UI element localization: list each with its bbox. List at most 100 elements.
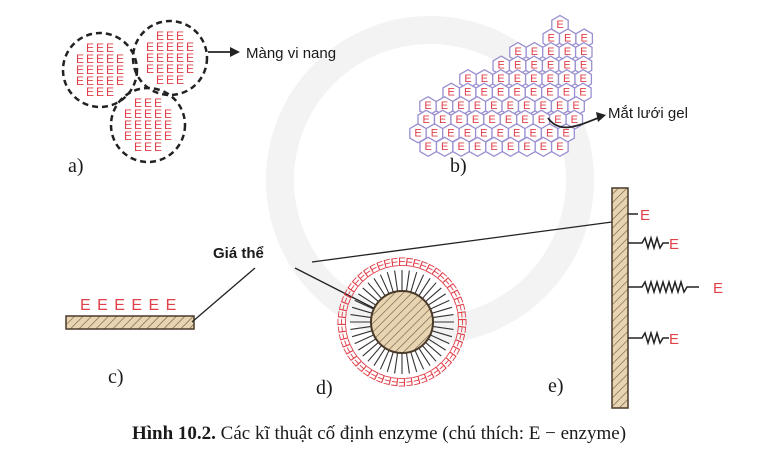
spacer-arm xyxy=(367,282,383,299)
linker-2: E xyxy=(628,235,679,253)
gel-pointer xyxy=(547,117,599,129)
microcapsule-2 xyxy=(131,19,209,97)
capsule-enzyme: E xyxy=(124,107,132,121)
gel-enzyme: E xyxy=(472,114,479,126)
gel-enzyme: E xyxy=(530,60,537,72)
gel-label: Mắt lưới gel xyxy=(608,105,688,122)
capsule-enzyme: E xyxy=(134,107,142,121)
capsule-enzyme: E xyxy=(116,63,124,77)
gel-enzyme: E xyxy=(464,73,471,85)
spacer-arm xyxy=(431,306,453,314)
capsule-enzyme: E xyxy=(164,129,172,143)
capsule-enzyme: E xyxy=(86,85,94,99)
bead-enzyme: E xyxy=(404,255,414,270)
spacer-arm xyxy=(418,278,431,297)
capsule-enzyme: E xyxy=(176,51,184,65)
capsule-enzyme: E xyxy=(86,74,94,88)
panel-label-d: d) xyxy=(316,377,333,399)
spacer-arm xyxy=(427,293,446,306)
gel-enzyme: E xyxy=(481,73,488,85)
capsule-enzyme: E xyxy=(144,140,152,154)
gel-enzyme: E xyxy=(474,141,481,153)
gel-enzyme: E xyxy=(488,114,495,126)
gel-enzyme: E xyxy=(580,60,587,72)
spacer-arm xyxy=(373,347,386,366)
capsule-enzyme: E xyxy=(154,129,162,143)
gel-enzyme: E xyxy=(439,114,446,126)
gel-enzyme: E xyxy=(530,73,537,85)
capsule-enzyme: E xyxy=(96,41,104,55)
gel-enzyme: E xyxy=(580,73,587,85)
linker-4-enzyme: E xyxy=(669,331,679,348)
bead-enzyme: E xyxy=(335,318,349,326)
capsule-enzyme: E xyxy=(106,63,114,77)
spacer-arm xyxy=(425,341,442,357)
spacer-arm xyxy=(425,287,442,303)
gel-enzyme: E xyxy=(547,60,554,72)
gel-enzyme: E xyxy=(474,100,481,112)
capsule-enzyme: E xyxy=(96,85,104,99)
gel-enzyme: E xyxy=(580,46,587,58)
microcapsule-3 xyxy=(109,86,187,164)
spacer-arm xyxy=(362,341,379,357)
gel-enzyme: E xyxy=(530,127,537,139)
gel-enzyme: E xyxy=(514,73,521,85)
support-pointer-e xyxy=(311,221,613,263)
capsule-enzyme: E xyxy=(106,41,114,55)
spacer-arm xyxy=(350,314,372,319)
capsule-enzyme: E xyxy=(146,51,154,65)
capsule-enzyme: E xyxy=(144,96,152,110)
capsule-enzyme: E xyxy=(124,129,132,143)
capsule-enzyme: E xyxy=(166,51,174,65)
gel-enzyme: E xyxy=(562,127,569,139)
support-wall-e xyxy=(611,187,629,409)
gel-enzyme: E xyxy=(507,141,514,153)
gel-enzyme: E xyxy=(540,141,547,153)
bead-enzyme: E xyxy=(398,375,406,389)
capsule-enzyme: E xyxy=(76,63,84,77)
bead-enzyme: E xyxy=(335,324,350,334)
capsule-enzyme: E xyxy=(154,96,162,110)
enzyme-row-c: E E E E E E xyxy=(80,297,177,314)
gel-enzyme: E xyxy=(547,46,554,58)
spacer-arm xyxy=(362,287,379,303)
capsule-enzyme: E xyxy=(96,52,104,66)
spacer-arm xyxy=(373,278,386,297)
spacer-arm xyxy=(358,293,377,306)
linker-4: E xyxy=(628,330,679,348)
bead-enzyme: E xyxy=(455,318,469,326)
gel-enzyme: E xyxy=(564,33,571,45)
capsule-enzyme: E xyxy=(134,118,142,132)
membrane-arrowhead xyxy=(230,47,240,57)
gel-enzyme: E xyxy=(571,114,578,126)
capsule-enzyme: E xyxy=(156,40,164,54)
spacer-arm xyxy=(394,270,399,292)
gel-enzyme: E xyxy=(556,141,563,153)
capsule-enzyme: E xyxy=(176,40,184,54)
capsule-enzyme: E xyxy=(116,74,124,88)
capsule-enzyme: E xyxy=(186,40,194,54)
gel-enzyme: E xyxy=(414,127,421,139)
capsule-enzyme: E xyxy=(156,62,164,76)
spacer-arm xyxy=(410,351,418,373)
gel-enzyme: E xyxy=(480,87,487,99)
spacer-arm xyxy=(354,299,375,310)
gel-enzyme: E xyxy=(523,141,530,153)
bead-enzyme: E xyxy=(454,310,469,320)
gel-enzyme: E xyxy=(556,100,563,112)
bead-enzyme: E xyxy=(453,302,469,313)
capsule-enzyme: E xyxy=(176,73,184,87)
gel-enzyme: E xyxy=(563,60,570,72)
gel-enzyme: E xyxy=(547,73,554,85)
gel-enzyme: E xyxy=(579,87,586,99)
gel-enzyme: E xyxy=(464,127,471,139)
capsule-enzyme: E xyxy=(146,40,154,54)
microcapsule-1 xyxy=(61,31,139,109)
gel-enzyme: E xyxy=(563,73,570,85)
gel-enzyme: E xyxy=(455,114,462,126)
gel-enzyme: E xyxy=(448,87,455,99)
